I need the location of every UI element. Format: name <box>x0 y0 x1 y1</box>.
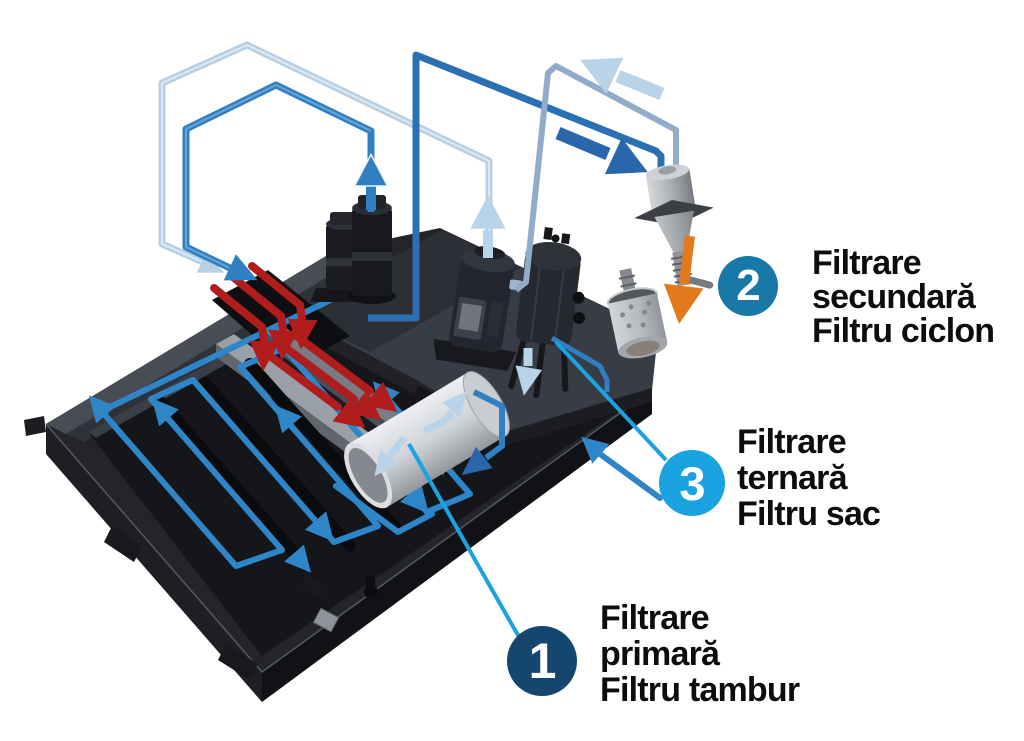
callout-line: Filtrare <box>812 244 922 282</box>
foot <box>104 526 142 562</box>
drum-filter <box>344 371 510 509</box>
callout-line: primară <box>600 635 720 673</box>
motor-up-arrow <box>470 195 506 258</box>
callout-line: secundară <box>812 278 976 316</box>
trough-flow-arrowheads <box>332 381 398 429</box>
callout-number: 1 <box>528 633 557 689</box>
callout-line: Filtru sac <box>737 495 881 533</box>
cyclone-spout <box>687 276 714 289</box>
callout-number: 2 <box>736 261 761 310</box>
callout-label-tertiary: Filtrare ternară Filtru sac <box>737 423 881 533</box>
callout-line: Filtru tambur <box>600 671 800 709</box>
overhead-return-pale-pipe <box>158 41 493 270</box>
callout-badge-primary: 1 <box>507 626 577 696</box>
return-flow-arrow <box>580 57 665 101</box>
feed-flow-arrow <box>555 127 648 175</box>
foot <box>300 572 330 602</box>
cyclone-return-pipe <box>514 63 679 293</box>
callout-badge-tertiary: 3 <box>659 450 725 516</box>
trough-flow-red-arrows <box>258 330 374 411</box>
foot <box>218 644 258 680</box>
callout-label-primary: Filtrare primară Filtru tambur <box>600 599 800 709</box>
bag-filter-down-arrow <box>515 348 543 396</box>
collection-jar <box>606 268 668 359</box>
bag-filter <box>508 227 586 399</box>
leader-line-1 <box>407 443 521 638</box>
callout-line: Filtru ciclon <box>812 312 995 350</box>
callout-line: ternară <box>737 459 847 497</box>
level-gauge <box>312 607 340 633</box>
dirty-inflow-red-arrows <box>210 262 306 344</box>
mount-lug <box>24 416 46 436</box>
callout-badge-secondary: 2 <box>718 256 778 316</box>
overhead-return-blue-pipe <box>182 81 375 273</box>
blue-pipe-up-arrow <box>353 152 389 210</box>
drum-outlet-pipe <box>472 389 505 461</box>
sludge-discharge-orange-arrow <box>663 235 704 324</box>
callout-line: Filtrare <box>737 423 847 461</box>
leader-line-3 <box>554 340 668 462</box>
blue-pipe-outlet-arrowhead <box>223 254 258 281</box>
callout-label-secondary: Filtrare secundară Filtru ciclon <box>812 244 995 350</box>
cyclone-filter <box>634 164 714 289</box>
drain-valve <box>366 576 375 590</box>
pump-2 <box>348 195 396 304</box>
callout-number: 3 <box>679 456 705 510</box>
cyclone-feed-pipe <box>368 51 665 322</box>
callout-line: Filtrare <box>600 599 710 637</box>
bag-filter-drain-pipe <box>550 335 610 392</box>
drum-flow-arrows <box>374 389 505 477</box>
